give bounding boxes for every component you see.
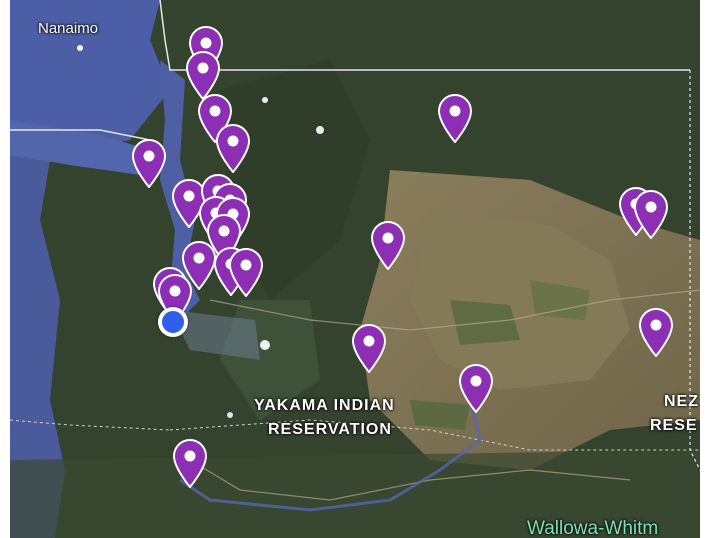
reservation-label-line1: YAKAMA INDIAN (254, 397, 395, 414)
map-pin-icon[interactable] (638, 307, 674, 357)
map-pin-icon[interactable] (215, 123, 251, 173)
city-label-nanaimo: Nanaimo (38, 20, 99, 37)
map-pin-icon[interactable] (228, 247, 264, 297)
map-pin-icon[interactable] (181, 240, 217, 290)
map-pin-icon[interactable] (458, 363, 494, 413)
map-pin-icon[interactable] (437, 93, 473, 143)
map-terrain (10, 0, 700, 538)
current-location-icon[interactable] (158, 307, 188, 337)
map-pin-icon[interactable] (172, 438, 208, 488)
map-pin-icon[interactable] (351, 323, 387, 373)
map-pin-icon[interactable] (171, 178, 207, 228)
reservation-label-line2: RESERVATION (268, 421, 392, 438)
reservation-label-nez-line2: RESE (650, 417, 698, 434)
map-pin-icon[interactable] (633, 189, 669, 239)
right-margin (700, 0, 708, 538)
reservation-label-nez-line1: NEZ (664, 393, 699, 410)
map-pin-icon[interactable] (185, 50, 221, 100)
map-pin-icon[interactable] (370, 220, 406, 270)
forest-label: Wallowa-Whitm (527, 518, 659, 538)
map-view[interactable]: Nanaimo YAKAMA INDIAN RESERVATION NEZ RE… (10, 0, 700, 538)
left-margin (0, 0, 10, 538)
map-pin-icon[interactable] (131, 138, 167, 188)
